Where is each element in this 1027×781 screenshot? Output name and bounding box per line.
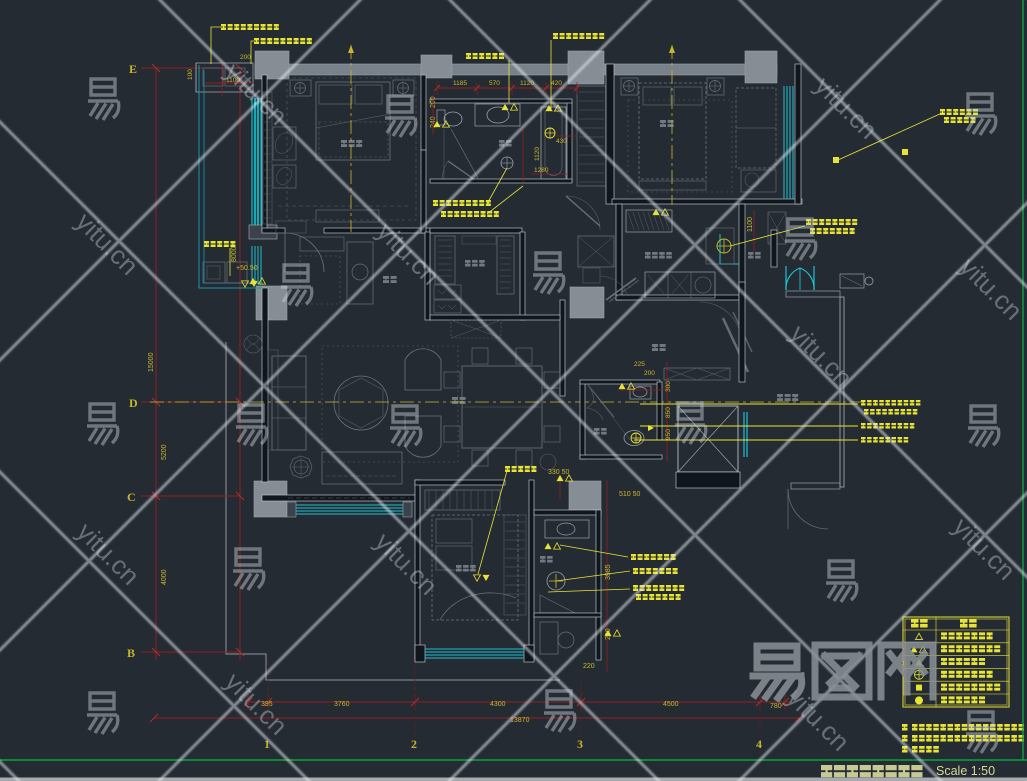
svg-text:200: 200: [240, 54, 251, 61]
svg-text:420: 420: [551, 80, 562, 87]
svg-text:1280: 1280: [534, 167, 549, 174]
svg-text:+50.50: +50.50: [236, 265, 258, 272]
svg-text:5200: 5200: [161, 444, 168, 460]
svg-text:200: 200: [644, 370, 655, 377]
svg-text:C: C: [127, 490, 136, 504]
svg-text:1100: 1100: [226, 77, 240, 84]
svg-text:D: D: [129, 396, 138, 410]
svg-text:3: 3: [577, 737, 583, 751]
svg-text:430: 430: [556, 138, 567, 145]
svg-text:100: 100: [187, 69, 194, 80]
svg-text:3985: 3985: [605, 564, 612, 580]
svg-text:3760: 3760: [334, 701, 350, 708]
svg-text:1120: 1120: [520, 80, 534, 87]
svg-text:780: 780: [770, 703, 782, 710]
svg-text:510 50: 510 50: [619, 491, 641, 498]
svg-text:8000: 8000: [231, 246, 238, 262]
svg-text:1185: 1185: [453, 80, 467, 87]
svg-text:4300: 4300: [490, 701, 506, 708]
svg-text:570: 570: [489, 80, 500, 87]
svg-text:B: B: [127, 646, 135, 660]
svg-text:E: E: [129, 62, 137, 76]
svg-text:4000: 4000: [161, 569, 168, 585]
svg-text:15000: 15000: [148, 352, 155, 372]
svg-text:Scale 1:50: Scale 1:50: [936, 764, 995, 778]
svg-text:220: 220: [583, 663, 595, 670]
svg-text:4500: 4500: [663, 701, 679, 708]
svg-text:330 50: 330 50: [548, 469, 570, 476]
svg-text:300: 300: [665, 381, 672, 392]
svg-text:225: 225: [634, 361, 645, 368]
svg-text:240: 240: [430, 116, 437, 128]
svg-text:4: 4: [756, 737, 762, 751]
svg-text:950: 950: [665, 429, 672, 440]
svg-text:1100: 1100: [747, 217, 754, 232]
svg-text:1: 1: [264, 737, 270, 751]
svg-text:395: 395: [261, 701, 273, 708]
svg-text:1120: 1120: [534, 147, 541, 161]
svg-text:13870: 13870: [510, 717, 530, 724]
svg-text:850: 850: [665, 407, 672, 418]
svg-text:200: 200: [430, 96, 437, 108]
svg-text:2: 2: [411, 737, 417, 751]
